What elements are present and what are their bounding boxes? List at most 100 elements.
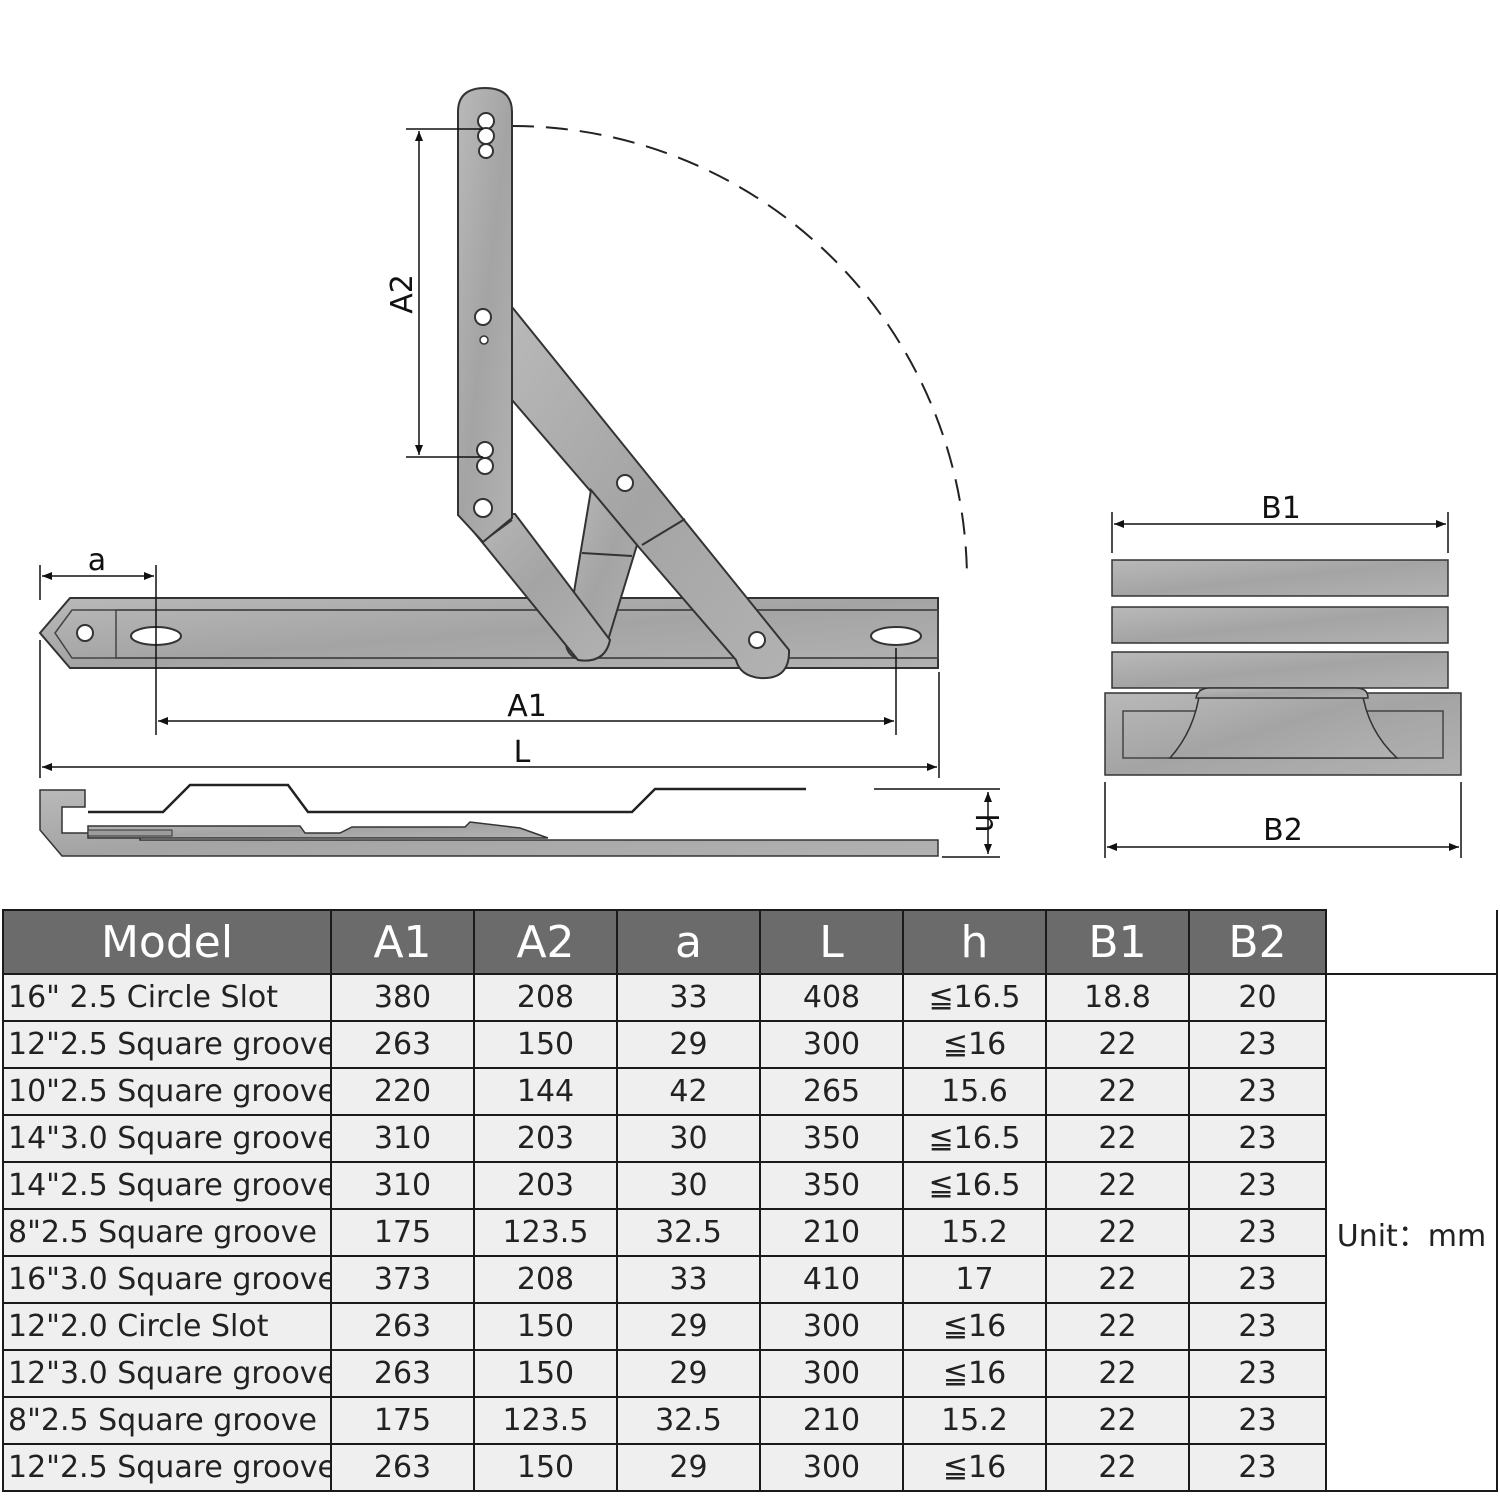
cell-model: 14"2.5 Square groove — [2, 1161, 332, 1210]
cell-b2: 23 — [1188, 1255, 1327, 1304]
cell-l: 350 — [759, 1161, 904, 1210]
cell-model: 12"2.0 Circle Slot — [2, 1302, 332, 1351]
cell-b1: 22 — [1045, 1396, 1190, 1445]
header-a2: A2 — [473, 909, 618, 975]
cell-b2: 23 — [1188, 1396, 1327, 1445]
cell-a2: 150 — [473, 1302, 618, 1351]
side-profile-view: h — [39, 783, 1003, 858]
cell-a2: 123.5 — [473, 1396, 618, 1445]
unit-label: Unit：mm — [1325, 973, 1498, 1492]
mounting-slot — [870, 626, 922, 646]
cell-b1: 22 — [1045, 1208, 1190, 1257]
header-model: Model — [2, 909, 332, 975]
cell-b2: 20 — [1188, 973, 1327, 1022]
cell-b2: 23 — [1188, 1302, 1327, 1351]
cell-h: ≦16 — [902, 1443, 1047, 1492]
cell-a1: 310 — [330, 1114, 475, 1163]
cell-h: ≦16.5 — [902, 1161, 1047, 1210]
cell-model: 14"3.0 Square groove — [2, 1114, 332, 1163]
cell-a1: 380 — [330, 973, 475, 1022]
cell-b1: 22 — [1045, 1302, 1190, 1351]
cell-a: 30 — [616, 1161, 761, 1210]
cell-a: 32.5 — [616, 1396, 761, 1445]
cell-model: 8"2.5 Square groove — [2, 1208, 332, 1257]
cell-a: 29 — [616, 1349, 761, 1398]
cell-h: 15.2 — [902, 1396, 1047, 1445]
cell-a1: 175 — [330, 1396, 475, 1445]
cell-b2: 23 — [1188, 1114, 1327, 1163]
cell-model: 10"2.5 Square groove — [2, 1067, 332, 1116]
cell-a: 33 — [616, 973, 761, 1022]
base-rail — [38, 597, 939, 669]
cell-a2: 203 — [473, 1161, 618, 1210]
cell-b1: 22 — [1045, 1255, 1190, 1304]
cell-l: 350 — [759, 1114, 904, 1163]
cell-a2: 144 — [473, 1067, 618, 1116]
cell-b2: 23 — [1188, 1161, 1327, 1210]
cell-a1: 373 — [330, 1255, 475, 1304]
cell-model: 12"3.0 Square groove — [2, 1349, 332, 1398]
dimension-a: a — [39, 543, 157, 735]
cell-model: 8"2.5 Square groove — [2, 1396, 332, 1445]
cell-a1: 263 — [330, 1443, 475, 1492]
label-b1: B1 — [1261, 491, 1301, 526]
cell-b2: 23 — [1188, 1067, 1327, 1116]
cell-a2: 203 — [473, 1114, 618, 1163]
cell-a1: 263 — [330, 1020, 475, 1069]
end-view: B1 B2 — [1104, 491, 1462, 858]
header-l: L — [759, 909, 904, 975]
cell-a: 29 — [616, 1302, 761, 1351]
cell-h: ≦16 — [902, 1302, 1047, 1351]
cell-l: 300 — [759, 1302, 904, 1351]
cell-l: 210 — [759, 1208, 904, 1257]
header-b1: B1 — [1045, 909, 1190, 975]
cell-a2: 208 — [473, 973, 618, 1022]
cell-h: ≦16 — [902, 1020, 1047, 1069]
cell-h: 15.6 — [902, 1067, 1047, 1116]
cell-b1: 22 — [1045, 1114, 1190, 1163]
cell-a2: 150 — [473, 1443, 618, 1492]
cell-a: 42 — [616, 1067, 761, 1116]
cell-l: 210 — [759, 1396, 904, 1445]
cell-l: 300 — [759, 1020, 904, 1069]
rivet-hole — [76, 624, 94, 642]
header-a: a — [616, 909, 761, 975]
cell-l: 300 — [759, 1443, 904, 1492]
cell-b2: 23 — [1188, 1443, 1327, 1492]
cell-b1: 22 — [1045, 1020, 1190, 1069]
label-a1: A1 — [507, 689, 547, 724]
vertical-arm — [457, 86, 513, 544]
cell-b1: 18.8 — [1045, 973, 1190, 1022]
cell-model: 16" 2.5 Circle Slot — [2, 973, 332, 1022]
cell-b1: 22 — [1045, 1067, 1190, 1116]
diagonal-arm — [511, 304, 791, 680]
cell-a: 29 — [616, 1020, 761, 1069]
cell-b1: 22 — [1045, 1161, 1190, 1210]
opening-arc — [511, 125, 968, 581]
cell-model: 12"2.5 Square groove — [2, 1443, 332, 1492]
label-h: h — [968, 813, 1003, 832]
cell-a: 32.5 — [616, 1208, 761, 1257]
dimension-a1: A1 — [158, 648, 897, 735]
cell-a1: 263 — [330, 1302, 475, 1351]
cell-b2: 23 — [1188, 1020, 1327, 1069]
cell-a2: 150 — [473, 1349, 618, 1398]
hinge-technical-drawing: A2 a A1 L h B1 — [38, 86, 1462, 858]
dimension-l: L — [39, 640, 940, 778]
cell-l: 300 — [759, 1349, 904, 1398]
cell-a2: 150 — [473, 1020, 618, 1069]
header-row: Model A1 A2 a L h B1 B2 — [2, 909, 1498, 975]
header-a1: A1 — [330, 909, 475, 975]
header-b2: B2 — [1188, 909, 1327, 975]
